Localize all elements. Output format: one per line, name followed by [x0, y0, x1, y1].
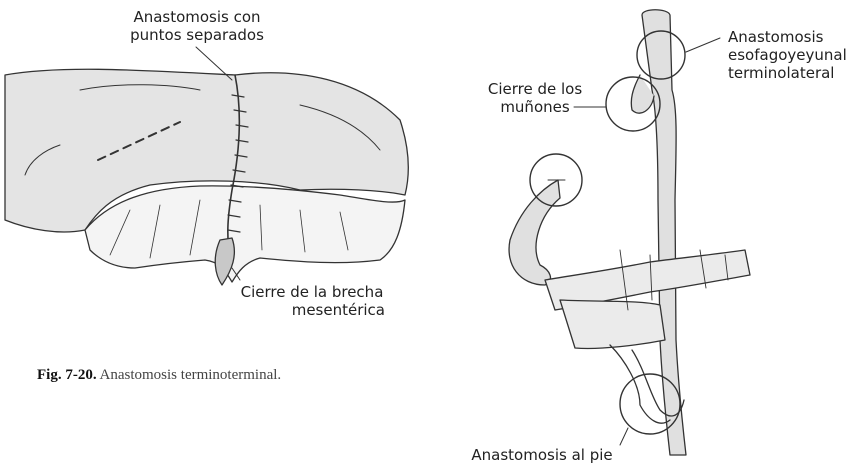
- jejunal-limb: [631, 10, 686, 455]
- label-anastomosis-pie: Anastomosis al pie: [452, 446, 632, 464]
- label-cierre-munones: Cierre de los muñones: [470, 80, 600, 116]
- mesentery: [85, 186, 405, 282]
- label-anastomosis-esofagoyeyunal: Anastomosis esofagoyeyunal terminolatera…: [728, 28, 852, 82]
- label-cierre-brecha-line2: mesentérica: [237, 301, 387, 319]
- figure-caption-text: Anastomosis terminoterminal.: [100, 367, 282, 383]
- label-cierre-brecha-line1: Cierre de la brecha: [237, 283, 387, 301]
- label-anastomosis-puntos: Anastomosis con puntos separados: [112, 8, 282, 44]
- leader-esofago: [686, 38, 720, 52]
- label-anastomosis-puntos-line1: Anastomosis con: [112, 8, 282, 26]
- label-anastomosis-puntos-line2: puntos separados: [112, 26, 282, 44]
- label-cierre-brecha: Cierre de la brecha mesentérica: [237, 283, 387, 319]
- label-esofago-line2: esofagoyeyunal: [728, 46, 852, 64]
- label-anastomosis-pie-text: Anastomosis al pie: [452, 446, 632, 464]
- label-cierre-munones-line1: Cierre de los: [470, 80, 600, 98]
- figure-caption: Fig. 7-20. Anastomosis terminoterminal.: [37, 367, 281, 384]
- label-esofago-line3: terminolateral: [728, 64, 852, 82]
- roux-loop: [509, 180, 565, 285]
- figure-caption-number: Fig. 7-20.: [37, 367, 97, 383]
- leader-pie: [620, 428, 628, 445]
- label-cierre-munones-line2: muñones: [470, 98, 600, 116]
- small-bowel-coils: [545, 250, 750, 423]
- label-esofago-line1: Anastomosis: [728, 28, 852, 46]
